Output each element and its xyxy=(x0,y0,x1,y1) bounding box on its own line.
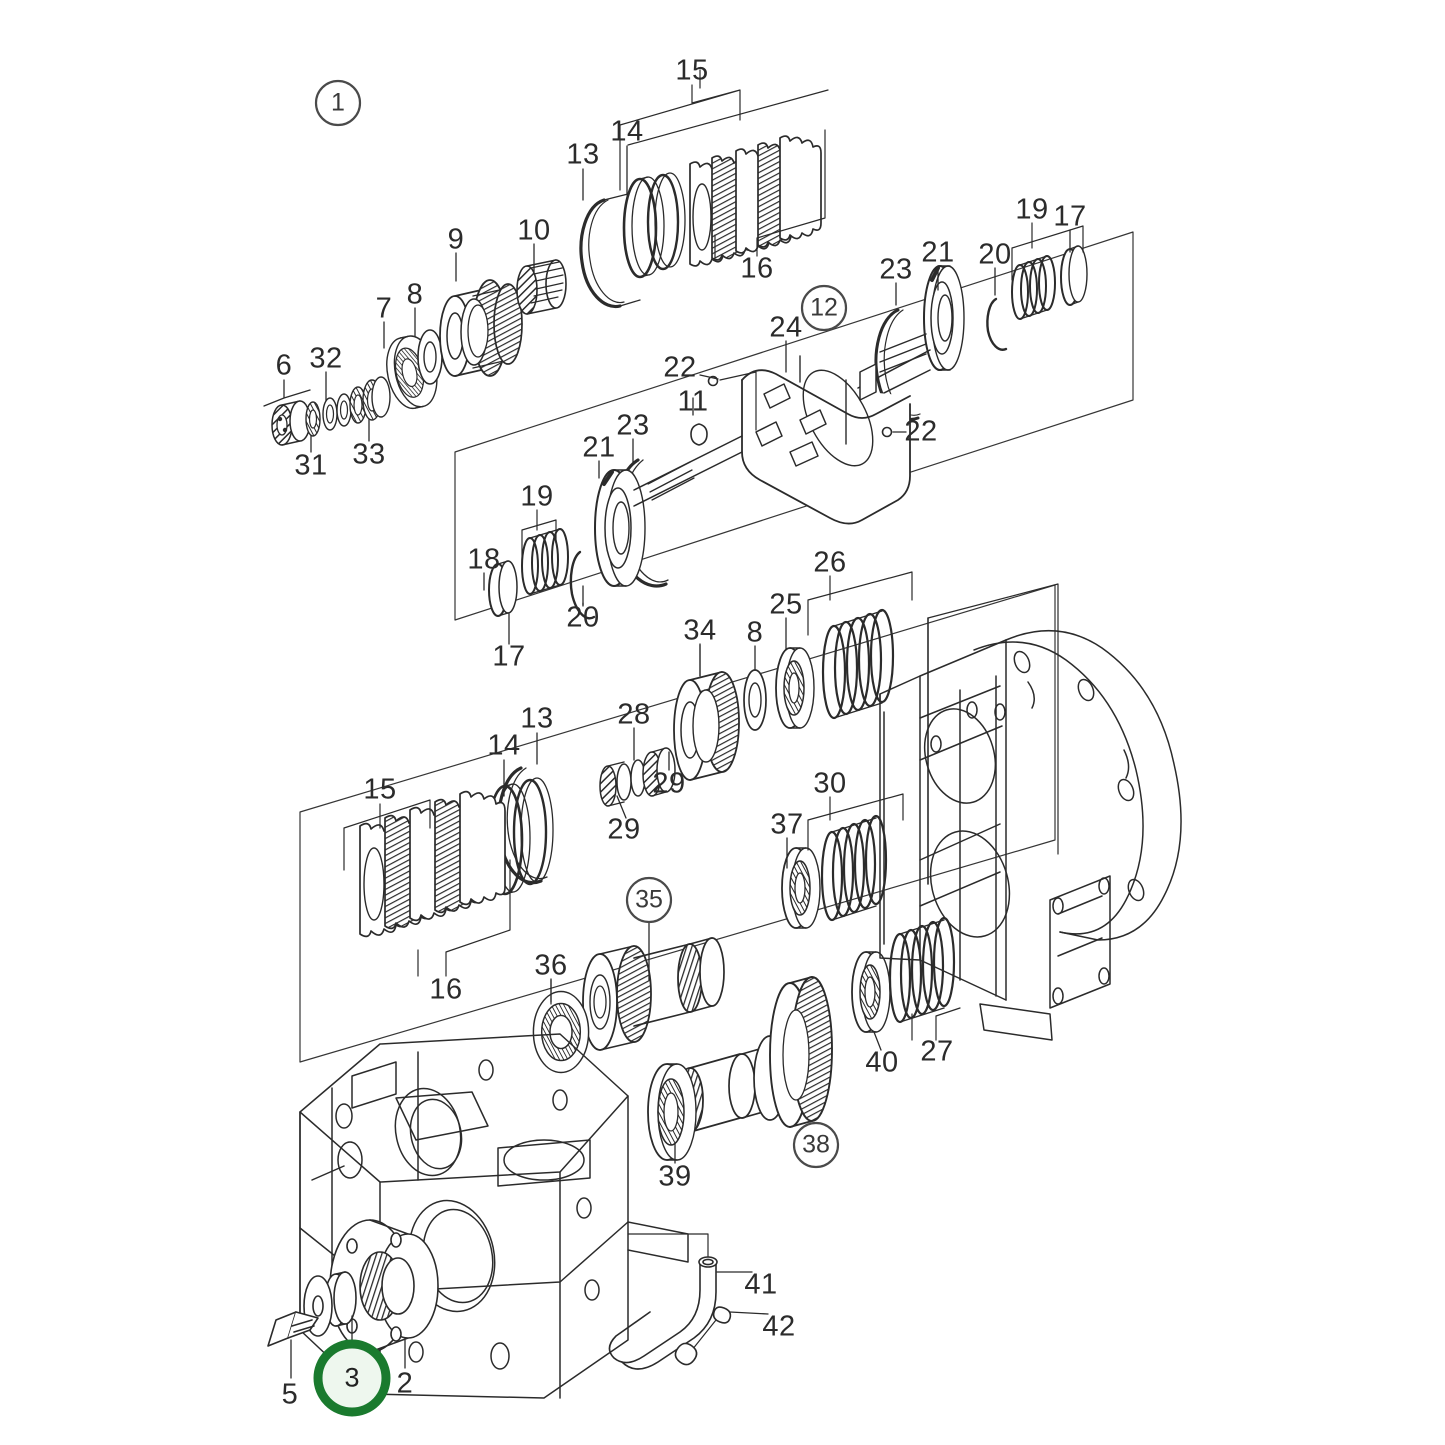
part-label-29-a[interactable]: 29 xyxy=(652,767,686,800)
part-label-36[interactable]: 36 xyxy=(534,949,568,982)
part-label-24[interactable]: 24 xyxy=(769,311,803,344)
part-label-18[interactable]: 18 xyxy=(467,543,501,576)
part-label-14-b[interactable]: 14 xyxy=(487,729,521,762)
part-label-21-b[interactable]: 21 xyxy=(582,431,616,464)
part-label-13-b[interactable]: 13 xyxy=(520,702,554,735)
part-label-42[interactable]: 42 xyxy=(762,1310,796,1343)
part-label-31[interactable]: 31 xyxy=(294,449,328,482)
part-label-39[interactable]: 39 xyxy=(658,1160,692,1193)
part-label-19-b[interactable]: 19 xyxy=(520,480,554,513)
part-label-22-b[interactable]: 22 xyxy=(904,415,938,448)
part-label-19-a[interactable]: 19 xyxy=(1015,193,1049,226)
part-label-23-b[interactable]: 23 xyxy=(616,409,650,442)
part-label-10[interactable]: 10 xyxy=(517,214,551,247)
part-label-5[interactable]: 5 xyxy=(281,1378,299,1411)
part-label-17-b[interactable]: 17 xyxy=(492,640,526,673)
part-label-9[interactable]: 9 xyxy=(447,223,465,256)
part-label-16-b[interactable]: 16 xyxy=(429,973,463,1006)
callout-38[interactable]: 38 xyxy=(802,1130,830,1159)
part-label-8-b[interactable]: 8 xyxy=(746,616,764,649)
part-label-6[interactable]: 6 xyxy=(275,349,293,382)
part-label-2[interactable]: 2 xyxy=(396,1367,414,1400)
part-label-11[interactable]: 11 xyxy=(677,385,709,418)
part-label-15-a[interactable]: 15 xyxy=(675,54,709,87)
part-label-13-a[interactable]: 13 xyxy=(566,138,600,171)
part-label-22-a[interactable]: 22 xyxy=(663,351,697,384)
part-label-15-b[interactable]: 15 xyxy=(363,773,397,806)
part-label-30[interactable]: 30 xyxy=(813,767,847,800)
part-label-8-a[interactable]: 8 xyxy=(406,278,424,311)
part-label-20-b[interactable]: 20 xyxy=(566,601,600,634)
part-label-33[interactable]: 33 xyxy=(352,438,386,471)
part-label-16-a[interactable]: 16 xyxy=(740,252,774,285)
callout-1[interactable]: 1 xyxy=(331,88,345,117)
part-label-25[interactable]: 25 xyxy=(769,588,803,621)
part-label-21-a[interactable]: 21 xyxy=(921,236,955,269)
part-label-14-a[interactable]: 14 xyxy=(610,115,644,148)
part-label-40[interactable]: 40 xyxy=(865,1046,899,1079)
part-label-17-a[interactable]: 17 xyxy=(1053,200,1087,233)
part-label-27[interactable]: 27 xyxy=(920,1035,954,1068)
part-label-29-b[interactable]: 29 xyxy=(607,813,641,846)
part-label-20-a[interactable]: 20 xyxy=(978,238,1012,271)
part-label-23-a[interactable]: 23 xyxy=(879,253,913,286)
callout-12[interactable]: 12 xyxy=(810,293,838,322)
part-label-41[interactable]: 41 xyxy=(744,1268,778,1301)
part-label-7[interactable]: 7 xyxy=(375,292,393,325)
part-label-32[interactable]: 32 xyxy=(309,342,343,375)
part-label-28[interactable]: 28 xyxy=(617,698,651,731)
part-label-26[interactable]: 26 xyxy=(813,546,847,579)
part-label-37[interactable]: 37 xyxy=(770,808,804,841)
callout-35[interactable]: 35 xyxy=(635,885,663,914)
part-label-34[interactable]: 34 xyxy=(683,614,717,647)
callout-3-highlighted[interactable]: 3 xyxy=(344,1362,360,1393)
